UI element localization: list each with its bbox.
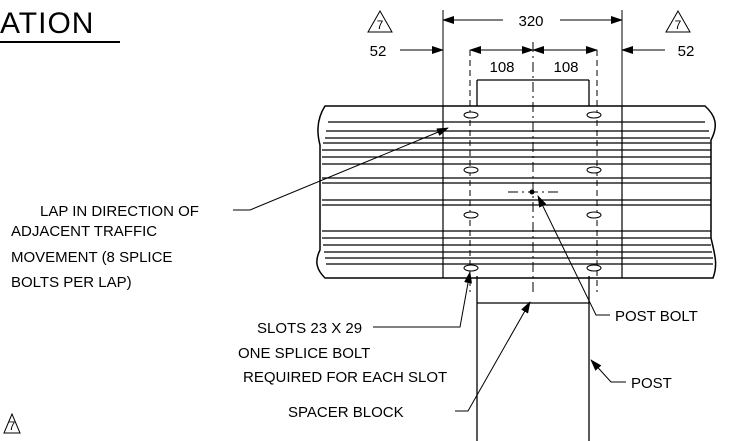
w-beam-rail: [316, 105, 717, 279]
svg-text:7: 7: [377, 18, 384, 32]
dimension-52-left-label: 52: [370, 43, 387, 60]
leader-lines: [233, 127, 626, 412]
post-bolt-hole: [529, 189, 535, 195]
dimension-52-right-label: 52: [678, 43, 695, 60]
post-bolt-label: POST BOLT: [615, 308, 698, 325]
drawing-title: ATION: [0, 7, 94, 40]
slots-label-line3: REQUIRED FOR EACH SLOT: [243, 369, 447, 386]
lap-direction-label-line1: LAP IN DIRECTION OF: [40, 203, 199, 220]
slots-label-line1: SLOTS 23 X 29: [257, 320, 362, 337]
revision-triangle-right: 7: [665, 9, 691, 33]
dimension-108-right-label: 108: [553, 59, 578, 76]
lap-direction-label-line2: ADJACENT TRAFFIC: [11, 223, 157, 240]
lap-direction-label-line4: BOLTS PER LAP): [11, 274, 132, 291]
dimension-320-label: 320: [518, 13, 543, 30]
slots-label-line2: ONE SPLICE BOLT: [238, 345, 370, 362]
post: [476, 276, 590, 441]
post-label: POST: [631, 375, 672, 392]
spacer-block: [476, 79, 590, 304]
svg-text:7: 7: [675, 18, 682, 32]
splice-bolt-slots: [463, 111, 602, 272]
svg-text:7: 7: [9, 419, 16, 433]
dimension-108-left-label: 108: [489, 59, 514, 76]
spacer-block-label: SPACER BLOCK: [288, 404, 404, 421]
lap-direction-label-line3: MOVEMENT (8 SPLICE: [11, 249, 172, 266]
revision-triangle-bottom: 7: [3, 412, 21, 434]
dimension-extension-lines: [442, 10, 623, 106]
revision-triangle-left: 7: [367, 9, 393, 33]
